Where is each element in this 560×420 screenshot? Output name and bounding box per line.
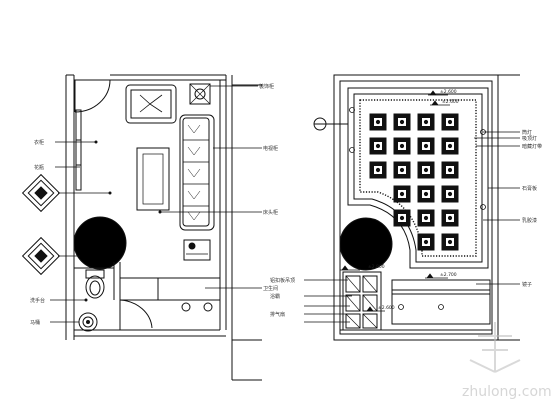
ceiling-light-13 [393, 185, 411, 203]
label-ceiling-light: 吸顶灯 [522, 135, 537, 142]
ceiling-light-4 [441, 113, 459, 131]
low-cabinet [183, 239, 211, 261]
stool-1 [181, 302, 191, 312]
label-bedside: 床头柜 [263, 209, 278, 216]
side-table [189, 83, 211, 105]
ceiling-light-3 [417, 113, 435, 131]
stool-2 [203, 302, 213, 312]
ceiling-light-5 [369, 137, 387, 155]
ceiling-light-15 [441, 185, 459, 203]
diamond-ornament-lower [21, 236, 61, 276]
coffee-table [136, 147, 170, 211]
ceiling-light-8 [441, 137, 459, 155]
ceiling-light-6 [393, 137, 411, 155]
label-decor-cabinet: 装饰柜 [259, 83, 274, 90]
sofa [179, 114, 215, 231]
ceiling-light-grid [369, 113, 459, 251]
right-level-texts: ±2.600 ±2.600 ±2.800 ±2.600 ±2.700 [368, 89, 459, 311]
ceiling-light-20 [441, 233, 459, 251]
level-markers [340, 90, 450, 312]
bathroom-ceiling [342, 271, 382, 331]
ceiling-light-2 [393, 113, 411, 131]
label-tv-cabinet: 电视柜 [263, 145, 278, 152]
ceiling-light-7 [417, 137, 435, 155]
level-mark-3: ±2.800 [368, 264, 385, 270]
level-mark-5: ±2.700 [440, 272, 457, 278]
label-washbasin: 洗手台 [30, 297, 45, 304]
label-vase: 花瓶 [34, 164, 44, 171]
label-bath-heater: 浴霸 [270, 293, 280, 300]
left-floor-plan [21, 74, 262, 381]
label-aluminum-ceiling: 铝扣板吊顶 [270, 277, 295, 284]
ceiling-light-19 [417, 233, 435, 251]
armchair [125, 84, 177, 124]
label-light-strip: 暗藏灯带 [522, 143, 542, 150]
ceiling-light-18 [441, 209, 459, 227]
left-leader-lines [50, 85, 262, 323]
label-gypsum: 石膏板 [522, 185, 537, 192]
ceiling-light-11 [417, 161, 435, 179]
washbasin [78, 312, 98, 332]
ceiling-light-14 [417, 185, 435, 203]
ceiling-light-16 [393, 209, 411, 227]
label-wardrobe: 衣柜 [34, 139, 44, 146]
watermark: zhulong.com [462, 322, 552, 400]
plant-right [339, 217, 393, 271]
ceiling-light-17 [417, 209, 435, 227]
right-walls [333, 74, 520, 341]
bathroom-door [119, 299, 153, 330]
left-leader-dots [84, 140, 162, 302]
left-walls [65, 74, 262, 381]
ceiling-light-10 [393, 161, 411, 179]
diamond-ornament-upper [21, 173, 61, 213]
ceiling-light-9 [369, 161, 387, 179]
right-ceiling-plan [304, 74, 520, 341]
label-latex-paint: 乳胶漆 [522, 217, 537, 224]
bathroom-partition [74, 262, 220, 301]
left-labels: 装饰柜 电视柜 床头柜 卫生间 衣柜 花瓶 洗手台 马桶 [30, 83, 278, 326]
label-bathroom: 卫生间 [263, 285, 278, 292]
entry-door [74, 79, 111, 113]
label-exhaust-fan: 排气扇 [270, 311, 285, 318]
right-leader-lines [304, 131, 520, 323]
level-mark-4: ±2.600 [378, 305, 395, 311]
label-downlight: 筒灯 [522, 129, 532, 136]
wall-cabinet [75, 109, 82, 191]
level-mark-2: ±2.600 [442, 99, 459, 105]
level-mark-1: ±2.600 [440, 89, 457, 95]
lower-ceiling-panel [391, 279, 491, 325]
ceiling-light-12 [441, 161, 459, 179]
label-toilet: 马桶 [30, 319, 40, 326]
plant-left [73, 216, 127, 270]
downlights [349, 107, 486, 310]
label-mirror: 镜子 [522, 281, 532, 288]
section-symbol [313, 117, 348, 131]
toilet [85, 269, 105, 299]
watermark-text: zhulong.com [462, 384, 552, 400]
right-labels: 筒灯 吸顶灯 暗藏灯带 石膏板 乳胶漆 镜子 铝扣板吊顶 浴霸 排气扇 [270, 129, 542, 318]
ceiling-light-1 [369, 113, 387, 131]
dotted-ceiling-panel [359, 99, 477, 257]
watermark-logo-icon [469, 322, 521, 373]
